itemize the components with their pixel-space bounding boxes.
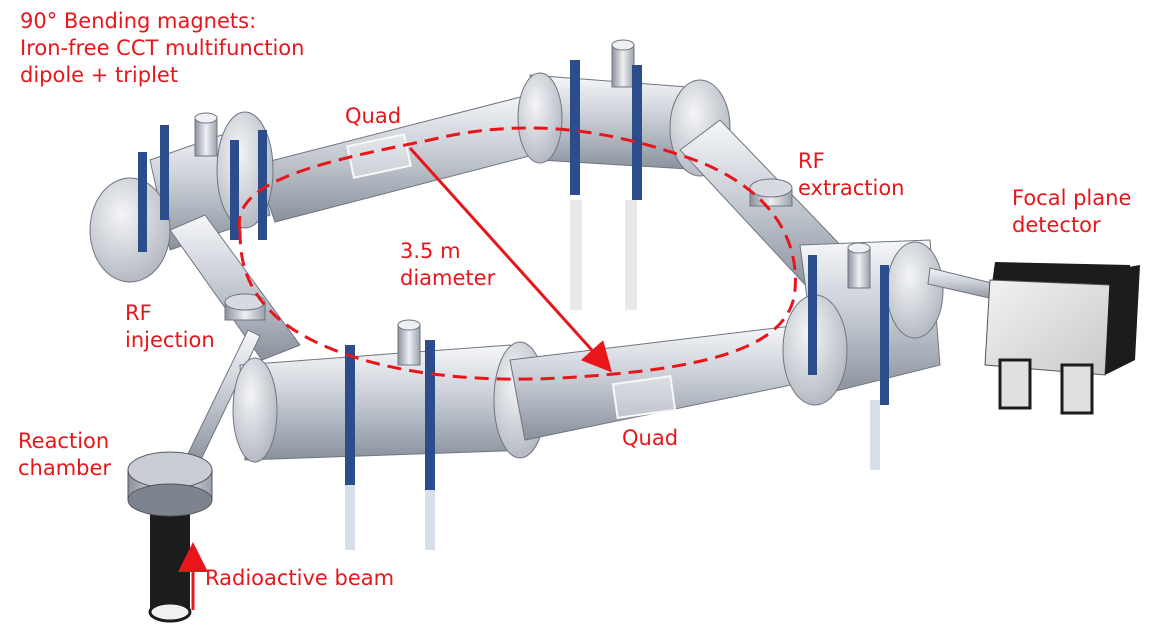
floor-reflection — [345, 200, 880, 550]
support-frame — [138, 152, 147, 252]
support-frame — [345, 345, 355, 485]
label-reaction-chamber: Reaction chamber — [18, 429, 112, 480]
orbit-dashed-ring — [237, 126, 797, 381]
diameter-arrow — [408, 146, 613, 373]
bending-magnet-top — [517, 39, 731, 200]
focal-plane-detector — [984, 262, 1140, 415]
rf-extraction-cylinder — [749, 178, 793, 207]
label-quad-top: Quad — [345, 104, 402, 128]
support-frame — [160, 125, 169, 220]
support-frame — [570, 60, 580, 195]
label-rf-extraction: RF extraction — [798, 149, 905, 200]
label-quad-bottom: Quad — [622, 426, 679, 450]
support-frame — [880, 265, 889, 405]
quad-bottom-shape — [611, 374, 677, 420]
label-diameter: 3.5 m diameter — [400, 239, 496, 290]
label-focal-plane: Focal plane detector — [1012, 186, 1132, 237]
support-frame — [808, 255, 817, 375]
quad-top-shape — [346, 133, 412, 179]
bending-magnet-right — [782, 239, 944, 406]
support-frame — [230, 140, 239, 240]
label-rf-injection: RF injection — [125, 301, 215, 352]
rf-injection-cylinder — [224, 293, 266, 321]
reaction-chamber-shape — [127, 451, 213, 623]
label-radioactive-beam: Radioactive beam — [205, 566, 395, 590]
support-frame — [258, 130, 267, 240]
support-frame — [632, 65, 642, 200]
support-frame — [425, 340, 435, 490]
label-bending-magnets: 90° Bending magnets: Iron-free CCT multi… — [20, 9, 305, 87]
bending-magnet-left — [89, 111, 274, 283]
